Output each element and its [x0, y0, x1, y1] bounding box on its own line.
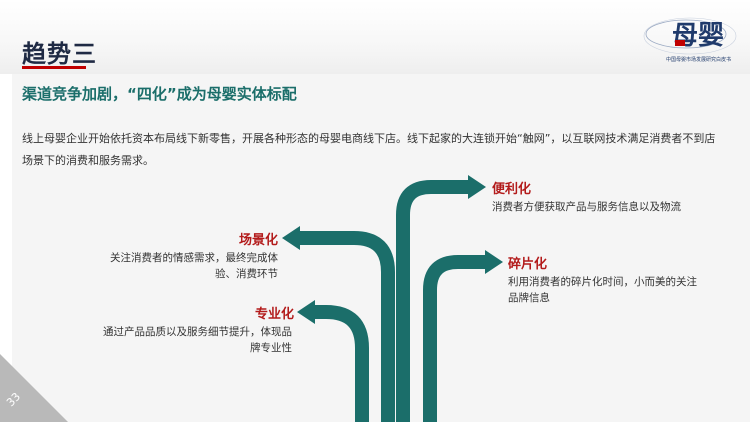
arrow-head-fragment	[485, 250, 503, 274]
branch-title: 场景化	[238, 233, 278, 248]
arrow-head-convenience	[468, 175, 486, 199]
branch-professional: 专业化 通过产品品质以及服务细节提升，体现品牌专业性	[96, 303, 294, 356]
slide-title: 趋势三	[22, 40, 97, 68]
branch-scene: 场景化 关注消费者的情感需求，最终完成体验、消费环节	[80, 229, 278, 282]
page-corner-fold	[0, 354, 68, 422]
slide-subtitle: 渠道竞争加剧，“四化”成为母婴实体标配	[22, 85, 297, 103]
arrow-shaft-professional	[313, 305, 369, 422]
arrow-head-scene	[282, 226, 300, 250]
brand-logo: 母婴 中国母婴市场发展研究白皮书	[638, 6, 746, 66]
branch-desc: 通过产品品质以及服务细节提升，体现品牌专业性	[103, 326, 292, 354]
arrow-shaft-fragment	[423, 255, 487, 422]
title-underline	[22, 66, 86, 69]
logo-caption: 中国母婴市场发展研究白皮书	[666, 57, 732, 63]
arrow-shaft-convenience	[396, 180, 470, 422]
branch-title: 专业化	[254, 307, 294, 322]
branch-desc: 消费者方便获取产品与服务信息以及物流	[492, 201, 681, 213]
branch-title: 碎片化	[508, 257, 548, 272]
arrow-head-professional	[297, 300, 315, 324]
logo-emblem-icon: 母婴	[643, 17, 737, 55]
header-band	[0, 0, 750, 74]
intro-paragraph: 线上母婴企业开始依托资本布局线下新零售，开展各种形态的母婴电商线下店。线下起家的…	[22, 132, 716, 167]
branch-fragment: 碎片化 利用消费者的碎片化时间，小而美的关注品牌信息	[508, 253, 708, 306]
branch-desc: 关注消费者的情感需求，最终完成体验、消费环节	[110, 252, 278, 280]
arrow-shaft-scene	[298, 231, 395, 422]
branch-convenience: 便利化 消费者方便获取产品与服务信息以及物流	[492, 178, 692, 215]
branch-desc: 利用消费者的碎片化时间，小而美的关注品牌信息	[508, 276, 697, 304]
branch-title: 便利化	[492, 182, 532, 197]
